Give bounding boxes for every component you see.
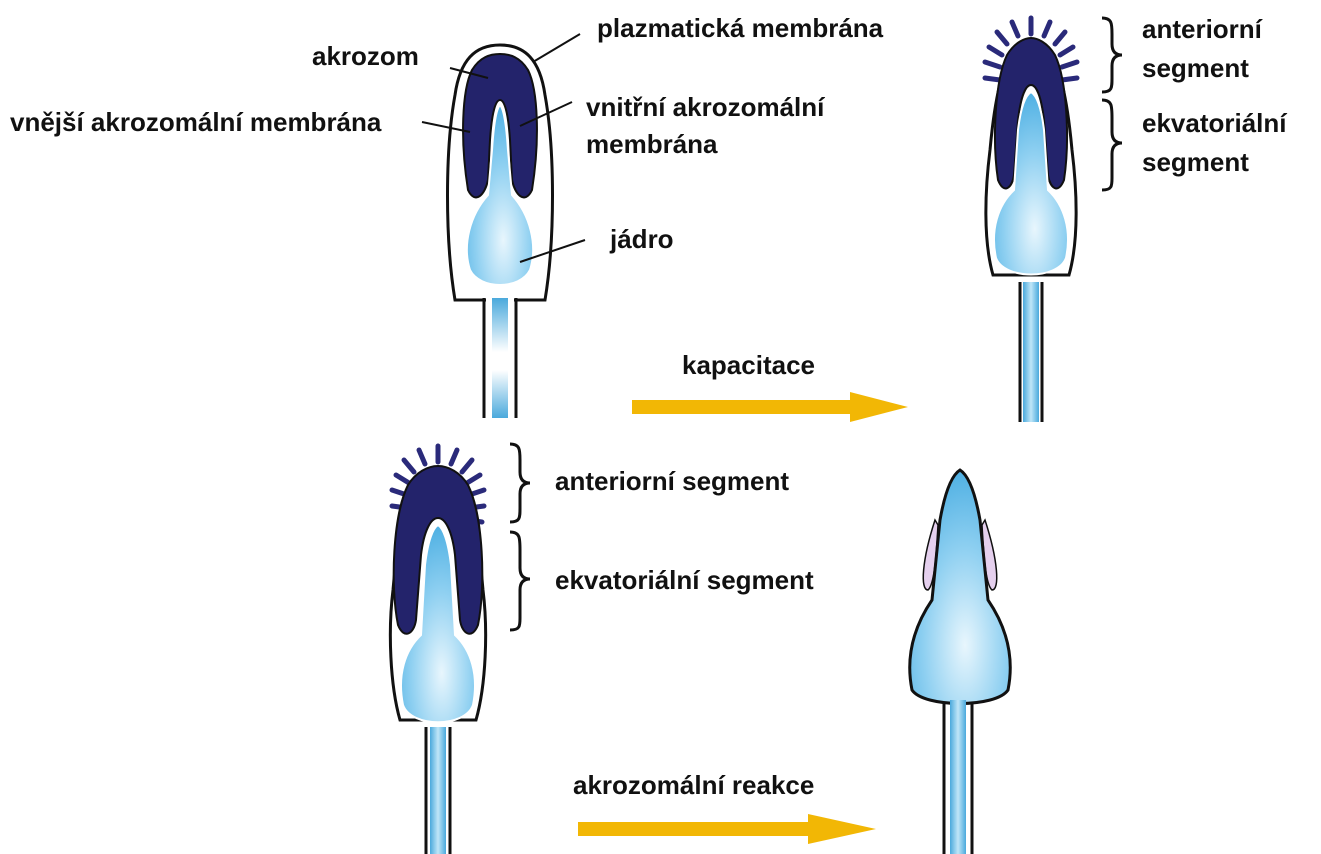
tail	[950, 700, 966, 854]
tail	[430, 727, 446, 854]
label-jadro: jádro	[610, 224, 674, 255]
braces-bottom	[510, 444, 530, 630]
label-akrozomalni-reakce: akrozomální reakce	[573, 770, 814, 801]
brace-equatorial	[510, 532, 530, 630]
brace-anterior	[510, 444, 530, 522]
sperm-intact	[448, 45, 553, 418]
arrow-kapacitace	[632, 392, 908, 422]
tail	[492, 298, 508, 418]
label-vnitrni-akrozomalni-membrana-2: membrána	[586, 129, 718, 160]
label-bottom-anterior: anteriorní segment	[555, 466, 789, 497]
label-vnejsi-akrozomalni-membrana: vnější akrozomální membrána	[10, 107, 381, 138]
label-vnitrni-akrozomalni-membrana-1: vnitřní akrozomální	[586, 92, 824, 123]
brace-anterior	[1102, 18, 1122, 92]
label-top-anterior-2: segment	[1142, 53, 1249, 84]
sperm-capacitated	[985, 18, 1077, 422]
label-bottom-equatorial: ekvatoriální segment	[555, 565, 814, 596]
label-top-equatorial-2: segment	[1142, 147, 1249, 178]
braces-top-right	[1102, 18, 1122, 190]
label-top-anterior-1: anteriorní	[1142, 14, 1262, 45]
label-plazmaticka-membrana: plazmatická membrána	[597, 13, 883, 44]
sperm-capacitated-2	[390, 446, 485, 854]
brace-equatorial	[1102, 100, 1122, 190]
label-akrozom: akrozom	[312, 41, 419, 72]
label-top-equatorial-1: ekvatoriální	[1142, 108, 1287, 139]
sperm-acrosome-reacted	[910, 470, 1011, 854]
tail	[1023, 282, 1039, 422]
label-kapacitace: kapacitace	[682, 350, 815, 381]
arrow-akrozomalni-reakce	[578, 814, 876, 844]
